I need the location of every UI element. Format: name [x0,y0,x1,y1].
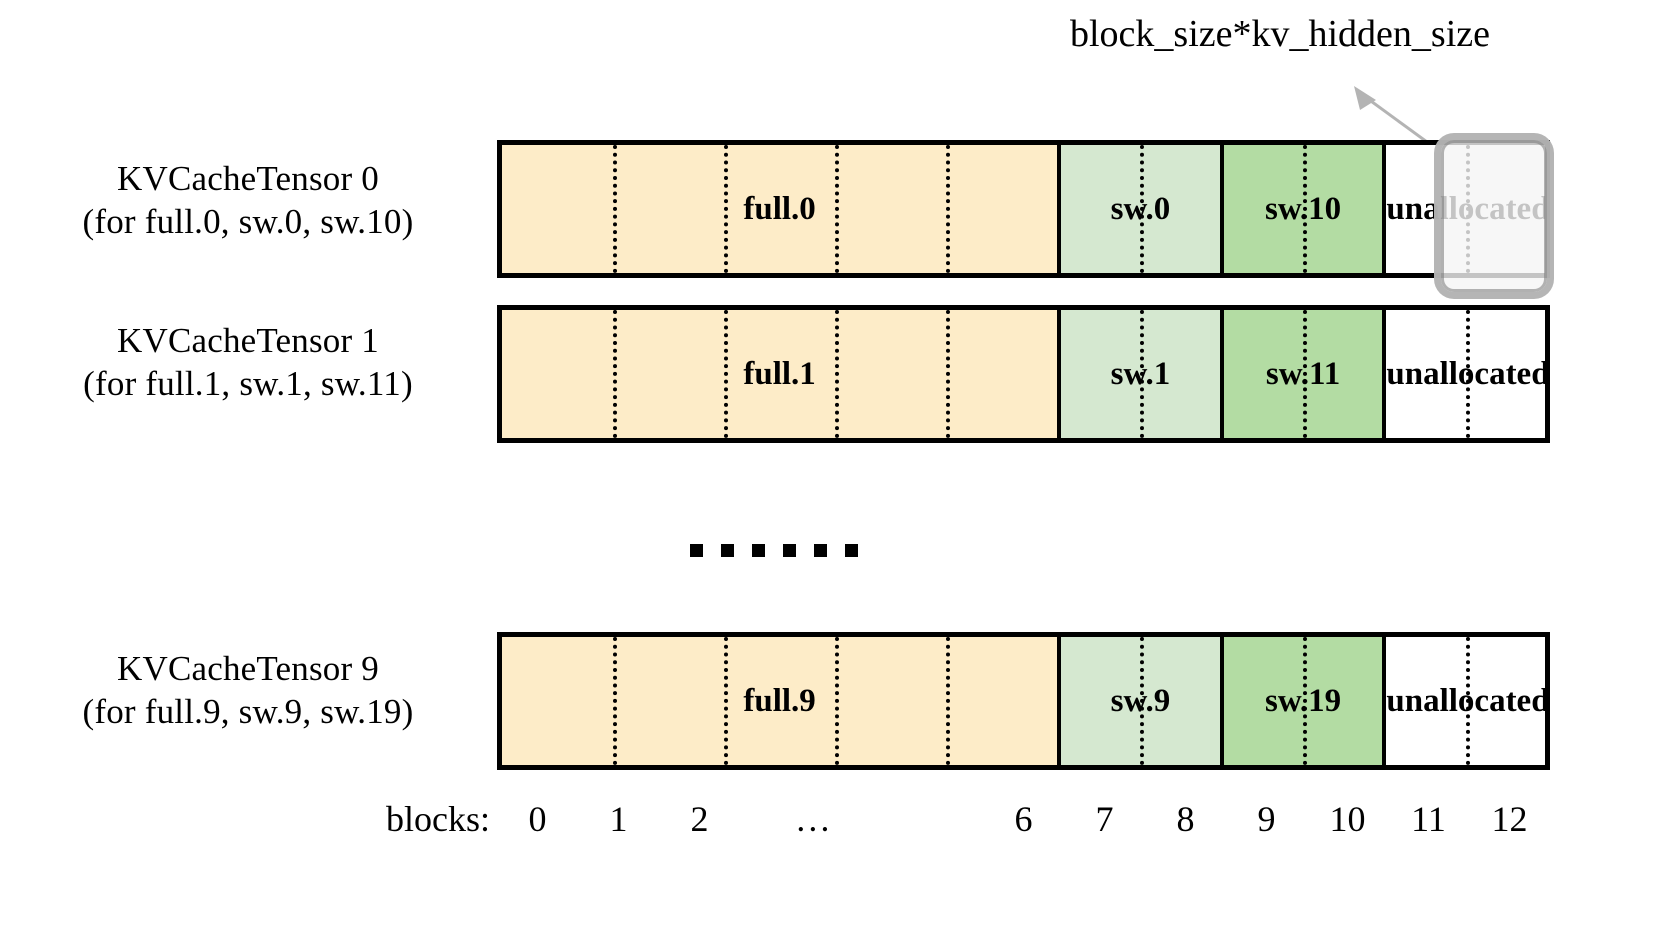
block-tick-11: 11 [1411,799,1446,839]
ellipsis-dot [783,544,796,557]
row-label-1-line2: (for full.1, sw.1, sw.11) [83,363,413,403]
cell-label: sw.0 [1110,190,1171,227]
block-tick-1: 1 [609,799,628,839]
block-tick-0: 0 [528,799,547,839]
ellipsis-dot [721,544,734,557]
block-tick-9: 9 [1257,799,1276,839]
ellipsis-dot [845,544,858,557]
row-label-1: KVCacheTensor 1 (for full.1, sw.1, sw.11… [28,320,468,405]
row-label-0: KVCacheTensor 0 (for full.0, sw.0, sw.10… [28,158,468,243]
cell-label: sw.9 [1110,682,1171,719]
block-tick-12: 12 [1491,799,1528,839]
row-label-0-line1: KVCacheTensor 0 [117,159,379,198]
rows-ellipsis [690,544,858,557]
block-tick-7: 7 [1095,799,1114,839]
row-label-2-line2: (for full.9, sw.9, sw.19) [82,691,414,731]
cell-sw_dark-r0: sw.10 [1223,145,1387,273]
kvcache-tensor-row-1: full.1 sw.1 sw.11 unallocated [497,305,1550,443]
cell-sw_light-r1: sw.1 [1061,310,1224,438]
block-tick-2: 2 [690,799,709,839]
ellipsis-dot [690,544,703,557]
blocks-axis-label: blocks: [386,799,490,839]
highlight-box-unallocated [1434,133,1554,299]
cell-full-r2: full.9 [502,637,1062,765]
kvcache-tensor-row-2: full.9 sw.9 sw.19 unallocated [497,632,1550,770]
row-label-2: KVCacheTensor 9 (for full.9, sw.9, sw.19… [28,648,468,733]
ellipsis-dot [814,544,827,557]
cell-sw_light-r2: sw.9 [1061,637,1224,765]
block-tick-6: 6 [1014,799,1033,839]
cell-label: sw.11 [1265,355,1341,392]
cell-label: unallocated [1386,355,1545,392]
block-tick-8: 8 [1176,799,1195,839]
cell-label: unallocated [1386,682,1545,719]
cell-full-r0: full.0 [502,145,1062,273]
cell-label: full.0 [743,190,816,227]
cell-label: sw.19 [1265,682,1342,719]
cell-unallocated-r1: unallocated [1386,310,1545,438]
cell-sw_dark-r2: sw.19 [1223,637,1387,765]
cell-sw_light-r0: sw.0 [1061,145,1224,273]
row-label-1-line1: KVCacheTensor 1 [117,321,379,360]
ellipsis-dot [752,544,765,557]
cell-label: sw.1 [1110,355,1171,392]
block-tick-10: 10 [1329,799,1366,839]
cell-sw_dark-r1: sw.11 [1223,310,1387,438]
row-label-0-line2: (for full.0, sw.0, sw.10) [82,201,414,241]
cell-label: full.9 [743,682,816,719]
kvcache-tensor-row-0: full.0sw.0sw.10unallocated [497,140,1550,278]
cell-label: sw.10 [1265,190,1342,227]
row-label-2-line1: KVCacheTensor 9 [117,649,379,688]
callout-label: block_size*kv_hidden_size [1069,13,1490,55]
block-tick-…: … [794,799,831,839]
cell-label: full.1 [743,355,816,392]
cell-full-r1: full.1 [502,310,1062,438]
cell-unallocated-r2: unallocated [1386,637,1545,765]
